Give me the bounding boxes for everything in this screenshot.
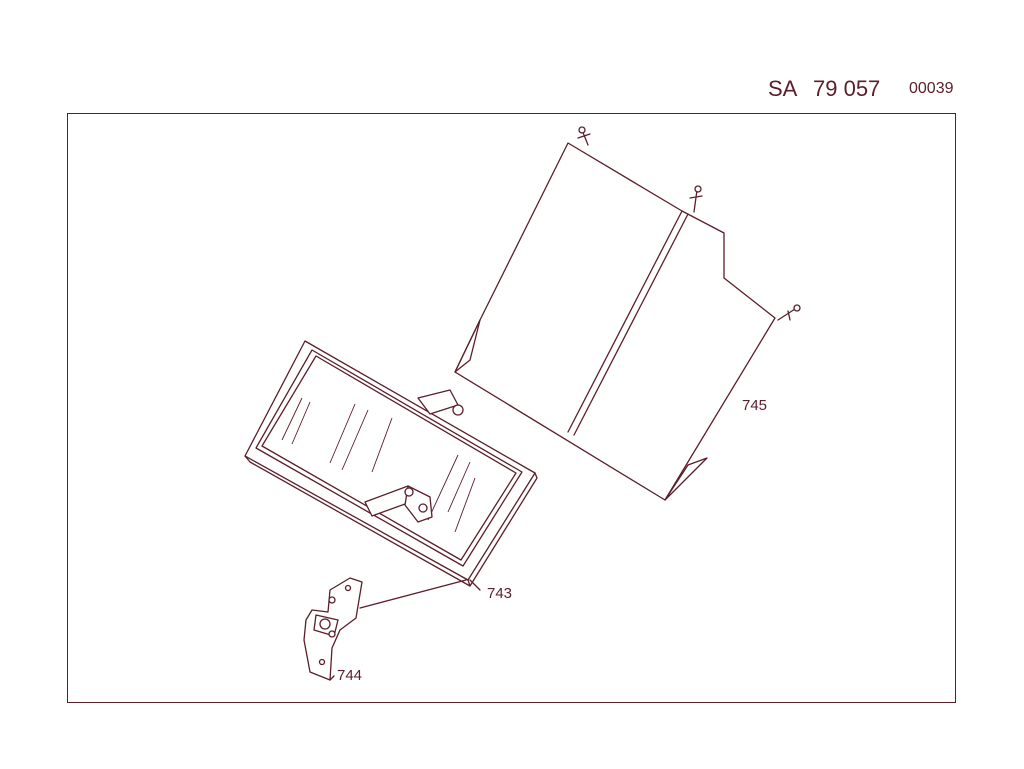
pin-middle	[689, 185, 703, 213]
leader-743	[469, 579, 481, 591]
doc-code: 00039	[909, 80, 954, 97]
callout-744: 744	[337, 667, 362, 684]
part-744-hinge	[303, 577, 363, 681]
part-745-panel	[454, 126, 801, 501]
diagram-frame	[67, 113, 956, 703]
pin-right	[777, 304, 801, 321]
callout-745: 745	[742, 397, 767, 414]
pin-top	[577, 126, 591, 146]
callout-743: 743	[487, 585, 512, 602]
doc-prefix: SA	[768, 76, 798, 101]
leader-744	[359, 579, 467, 609]
doc-number: 79 057	[813, 76, 881, 101]
part-743-glass-frame	[244, 340, 538, 587]
